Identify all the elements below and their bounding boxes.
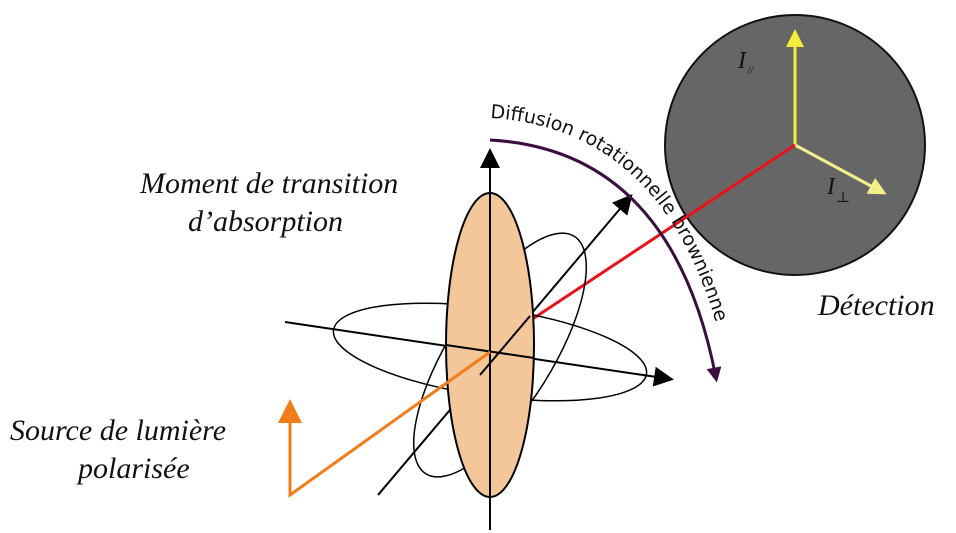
label-i-parallel: I//	[737, 48, 754, 77]
label-moment-line2: d’absorption	[188, 205, 343, 238]
label-i-perp: I⊥	[826, 174, 850, 206]
label-source-line2: polarisée	[76, 452, 190, 485]
diagonal-axis-overlay	[479, 315, 531, 376]
label-source-line1: Source de lumière	[10, 414, 226, 447]
label-detection: Détection	[817, 289, 935, 322]
detector-axis-perpendicular	[794, 143, 887, 195]
diffusion-arrow	[489, 138, 722, 383]
horizontal-axis-overlay	[445, 344, 535, 359]
source-beam	[288, 350, 491, 498]
label-moment-line1: Moment de transition	[139, 167, 398, 200]
